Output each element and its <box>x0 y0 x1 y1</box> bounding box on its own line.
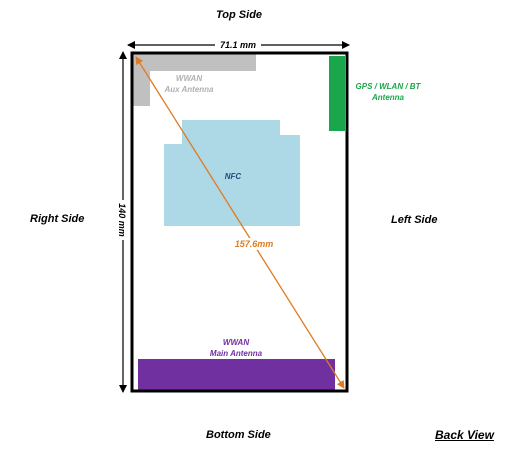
wwan-aux-label-line1: WWAN <box>176 74 202 83</box>
wwan-main-label-line1: WWAN <box>223 338 249 347</box>
diagonal-dimension-label: 157.6mm <box>235 239 274 249</box>
wwan-main-antenna <box>138 359 335 390</box>
left-side-label: Left Side <box>391 214 438 226</box>
width-dimension-label: 71.1 mm <box>220 40 256 50</box>
gps-label-line2: Antenna <box>371 93 405 102</box>
right-side-label: Right Side <box>30 213 85 225</box>
diagonal-dimension-arrow <box>135 56 345 389</box>
wwan-aux-label-line2: Aux Antenna <box>163 85 214 94</box>
height-dimension-label: 140 mm <box>117 203 127 237</box>
wwan-main-label-line2: Main Antenna <box>210 349 263 358</box>
gps-label-line1: GPS / WLAN / BT <box>356 82 422 91</box>
device-outline <box>130 51 349 393</box>
nfc-label: NFC <box>225 172 242 181</box>
top-side-label: Top Side <box>216 9 263 21</box>
back-view-label: Back View <box>435 428 494 442</box>
bottom-side-label: Bottom Side <box>206 429 271 441</box>
gps-wlan-bt-antenna <box>329 56 345 131</box>
